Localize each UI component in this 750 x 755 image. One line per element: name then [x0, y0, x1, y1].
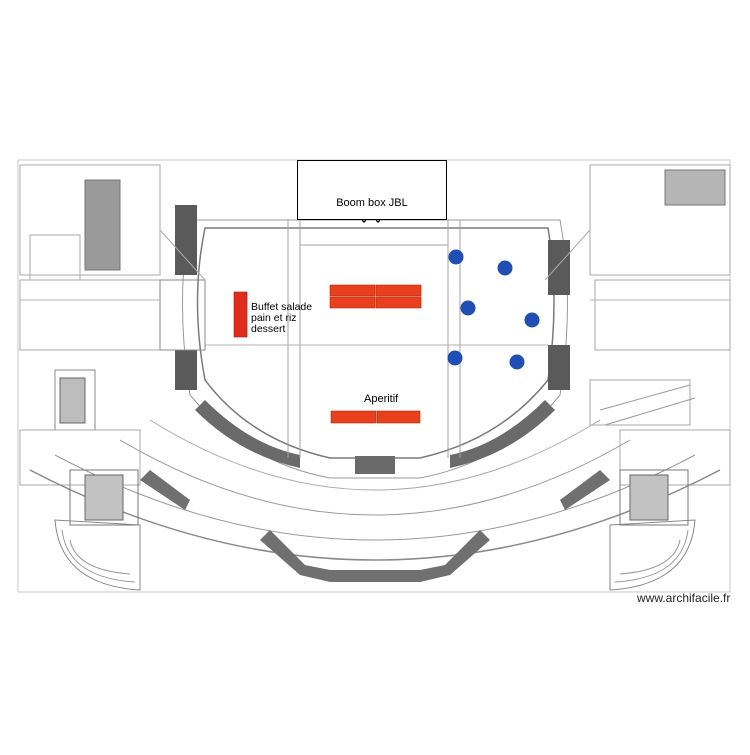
- rectangular-table-4[interactable]: [375, 296, 422, 309]
- buffet-label-line-1: Buffet salade: [251, 301, 313, 313]
- boombox-label: Boom box JBL: [336, 197, 408, 209]
- rectangular-table-2[interactable]: [375, 284, 422, 297]
- round-table-1[interactable]: [448, 249, 464, 265]
- round-table-3[interactable]: [460, 300, 476, 316]
- watermark: www.archifacile.fr: [637, 591, 731, 605]
- buffet-label-line-2: pain et riz: [251, 312, 297, 324]
- buffet-table[interactable]: [233, 291, 248, 338]
- tables-layer: [233, 284, 422, 424]
- round-table-6[interactable]: [509, 354, 525, 370]
- round-tables-layer: [447, 249, 540, 370]
- boombox-box[interactable]: [297, 160, 447, 220]
- rectangular-table-3[interactable]: [329, 296, 376, 309]
- round-table-2[interactable]: [497, 260, 513, 276]
- rectangular-table-5[interactable]: [330, 410, 377, 424]
- architectural-background: [17, 159, 731, 593]
- rectangular-table-6[interactable]: [376, 410, 421, 424]
- rectangular-table-1[interactable]: [329, 284, 376, 297]
- buffet-label: Buffet salade pain et riz dessert: [251, 302, 312, 335]
- buffet-label-line-3: dessert: [251, 323, 286, 335]
- round-table-5[interactable]: [447, 350, 463, 366]
- round-table-4[interactable]: [524, 312, 540, 328]
- aperitif-label: Aperitif: [364, 393, 399, 405]
